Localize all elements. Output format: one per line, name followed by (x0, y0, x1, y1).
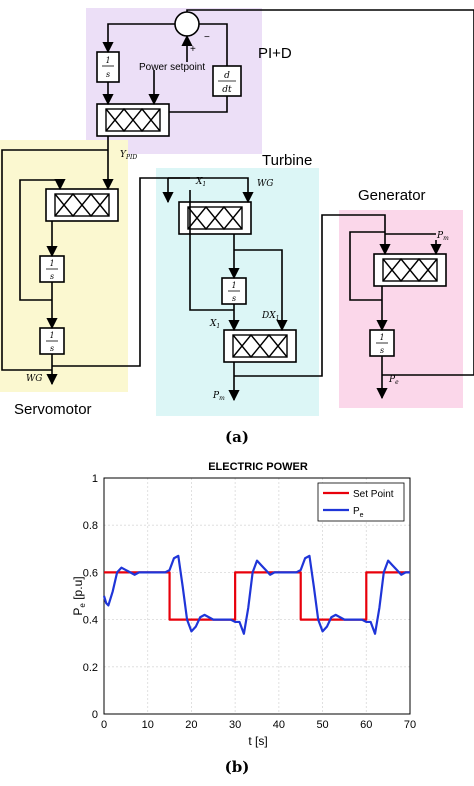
block-diagram: PI+D Turbine Generator Servomotor + − Po… (0, 8, 474, 418)
svg-text:s: s (50, 272, 54, 281)
svg-text:1: 1 (105, 56, 110, 65)
x-tick-label: 20 (185, 719, 197, 731)
power-setpoint-label: Power setpoint (139, 62, 205, 73)
svg-text:d: d (224, 71, 230, 81)
pid-region-label: PI+D (258, 45, 292, 62)
svg-text:s: s (50, 344, 54, 353)
x1-bottom-label: X1 (209, 319, 220, 330)
x-tick-label: 10 (142, 719, 154, 731)
x-axis-label: t [s] (248, 734, 267, 748)
svg-text:1: 1 (231, 281, 236, 290)
y-tick-label: 0.2 (83, 662, 98, 674)
summing-minus-sign: − (204, 32, 210, 43)
y-tick-labels: 0 0.2 0.4 0.6 0.8 1 (83, 473, 98, 721)
pm-turbine-label: Pm (212, 391, 225, 402)
pm-generator-label: Pm (436, 231, 449, 242)
y-tick-label: 1 (92, 473, 98, 485)
y-tick-label: 0 (92, 709, 98, 721)
svg-text:s: s (106, 70, 110, 79)
y-tick-label: 0.4 (83, 615, 98, 627)
setpoint-series-line (104, 571, 410, 621)
svg-text:1: 1 (379, 333, 384, 342)
chart-legend: Set Point Pe (317, 482, 405, 522)
x-tick-label: 30 (229, 719, 241, 731)
legend-box (317, 482, 405, 522)
servomotor-region-label: Servomotor (14, 401, 92, 418)
signal-wires (1, 9, 474, 402)
pid-product-block (96, 103, 170, 137)
generator-region-label: Generator (358, 187, 426, 204)
y-tick-label: 0.6 (83, 567, 98, 579)
svg-text:s: s (380, 346, 384, 355)
x1-top-label: X1 (195, 177, 206, 188)
x-tick-label: 50 (316, 719, 328, 731)
chart-series (102, 554, 410, 635)
wg-servo-label: WG (26, 374, 42, 384)
legend-setpoint-label: Set Point (353, 489, 394, 500)
y-tick-label: 0.8 (83, 520, 98, 532)
pe-series-line (102, 554, 410, 635)
generator-product-block (373, 253, 447, 287)
x-tick-label: 60 (360, 719, 372, 731)
pe-label: Pe (388, 375, 399, 386)
svg-text:dt: dt (222, 85, 232, 95)
caption-a: (a) (225, 428, 249, 446)
turbine-product-block-2 (223, 329, 297, 363)
caption-b: (b) (225, 758, 250, 776)
chart-title: ELECTRIC POWER (208, 461, 308, 473)
servo-product-block (45, 188, 119, 222)
x-tick-label: 70 (404, 719, 416, 731)
summing-plus-sign: + (190, 44, 196, 55)
summing-junction (174, 11, 200, 37)
electric-power-chart: ELECTRIC POWER 0 10 20 30 40 50 60 70 0 0.2 0.4 0.… (71, 461, 416, 748)
x-tick-labels: 0 10 20 30 40 50 60 70 (101, 719, 416, 731)
svg-text:s: s (232, 294, 236, 303)
svg-text:1: 1 (49, 331, 54, 340)
x-tick-label: 0 (101, 719, 107, 731)
svg-text:1: 1 (49, 259, 54, 268)
dx1-label: DX1 (261, 311, 279, 322)
wg-turbine-label: WG (257, 179, 273, 189)
turbine-region-label: Turbine (262, 152, 312, 169)
legend-pe-label: Pe (353, 506, 364, 519)
ypid-label: YPID (120, 150, 137, 161)
x-tick-label: 40 (273, 719, 285, 731)
y-axis-label: Pe [p.u] (71, 576, 87, 615)
